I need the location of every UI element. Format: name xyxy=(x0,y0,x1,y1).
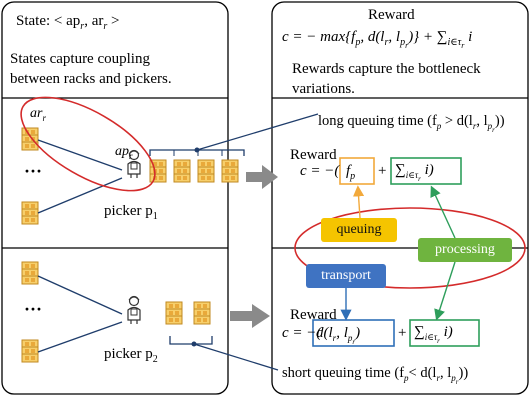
reward2-transport-box xyxy=(312,319,395,347)
processing-arrow-up xyxy=(430,185,456,239)
connector-line xyxy=(37,275,123,315)
reward-formula: c = − max{fp, d(lr, lpr)} + ∑i∈τr i xyxy=(282,29,473,50)
reward2-plus: + xyxy=(398,325,407,341)
rack-ellipsis-bottom: ··· xyxy=(24,299,43,319)
queued-rack-icon xyxy=(173,159,191,183)
connector-line xyxy=(37,177,123,214)
queued-rack-icon xyxy=(221,159,239,183)
short-queue-bracket xyxy=(169,336,213,345)
processing-tag-label: processing xyxy=(435,242,495,257)
connector-line xyxy=(37,321,123,353)
connector-line xyxy=(37,139,123,171)
reward1-queuing-box xyxy=(339,157,375,185)
reward1-processing-box xyxy=(390,157,462,185)
flow-arrow-upper xyxy=(246,165,278,189)
queuing-tag: queuing xyxy=(321,218,397,242)
reward-description-line2: variations. xyxy=(292,81,355,97)
queued-rack-icon xyxy=(197,159,215,183)
reward1-processing-term: ∑i∈τr i) xyxy=(395,162,434,183)
state-description-line2: between racks and pickers. xyxy=(10,71,172,87)
coupling-ellipse xyxy=(20,96,156,192)
short-queue-pointer xyxy=(193,343,279,371)
queued-rack-icon xyxy=(193,301,211,325)
picker-icon xyxy=(127,295,141,325)
rack-icon xyxy=(21,201,39,225)
rack-icon xyxy=(21,127,39,151)
transport-tag: transport xyxy=(306,264,386,288)
reward1-prefix: c = −( xyxy=(300,163,340,179)
short-queue-label: short queuing time (fp< d(lr, lpr)) xyxy=(282,365,469,386)
reward2-prefix: c = −( xyxy=(282,325,322,341)
reward2-processing-box xyxy=(409,319,480,347)
state-heading: State: < apr, arr > xyxy=(16,13,120,32)
reward-description-line1: Rewards capture the bottleneck xyxy=(292,61,481,77)
pointer-dot xyxy=(191,341,197,347)
queued-rack-icon xyxy=(165,301,183,325)
queuing-arrow xyxy=(352,185,365,219)
reward1-plus: + xyxy=(378,163,387,179)
processing-tag: processing xyxy=(418,238,512,262)
reward1-queuing-term: fp xyxy=(346,163,356,182)
picker2-label: picker p2 xyxy=(104,346,158,365)
rack-icon xyxy=(21,339,39,363)
rack-icon xyxy=(21,261,39,285)
pointer-dot xyxy=(194,147,200,153)
transport-tag-label: transport xyxy=(321,268,371,283)
reward2-processing-term: ∑i∈τr i) xyxy=(414,324,453,345)
queuing-tag-label: queuing xyxy=(336,222,382,237)
rack-label: arr xyxy=(30,106,46,123)
left-panel-border xyxy=(1,1,229,395)
picker1-label: picker p1 xyxy=(104,203,158,222)
components-ellipse xyxy=(294,207,526,289)
reward1-label: Reward xyxy=(290,147,337,163)
picker-rack-label: apr xyxy=(115,144,133,161)
reward-title: Reward xyxy=(368,7,415,23)
right-panel-border xyxy=(271,1,529,395)
reward2-label: Reward xyxy=(290,307,337,323)
processing-arrow-down xyxy=(434,261,456,321)
long-queue-pointer xyxy=(196,113,319,151)
reward2-transport-term: d(lr, lpr) xyxy=(316,325,361,346)
state-description-line1: States capture coupling xyxy=(10,51,150,67)
long-queue-label: long queuing time (fp > d(lr, lpr)) xyxy=(318,113,505,134)
flow-arrow-lower xyxy=(230,304,270,328)
rack-ellipsis-top: ··· xyxy=(24,161,43,181)
